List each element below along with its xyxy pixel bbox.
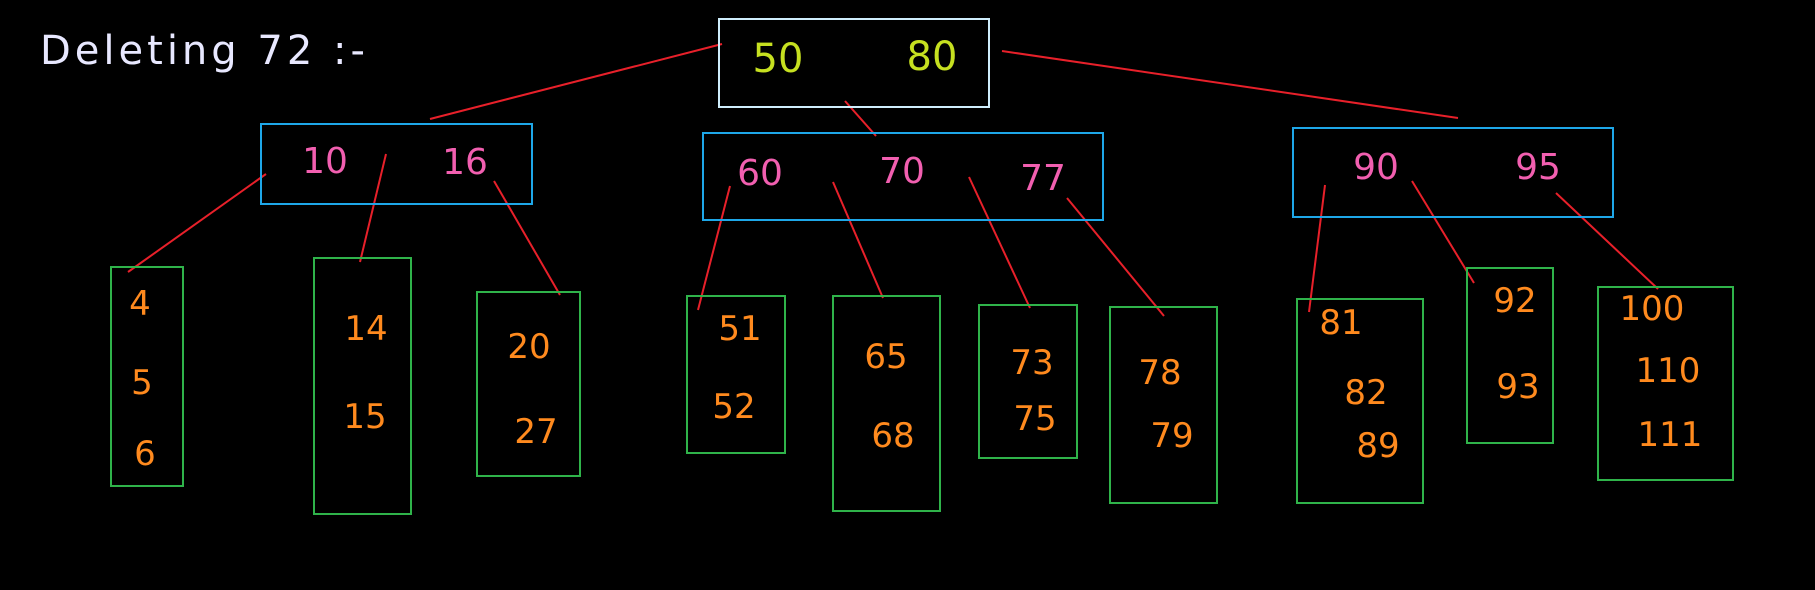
leaf-node: 4 5 6 [110,266,184,487]
edge-left-leaf-1 [127,173,267,273]
leaf-key: 20 [507,327,550,367]
leaf-key: 65 [864,337,907,377]
leaf-key: 6 [134,434,156,474]
leaf-key: 81 [1319,303,1362,343]
leaf-key: 110 [1636,351,1701,391]
internal-key: 60 [737,153,783,194]
edge-middle-leaf-2 [832,181,884,299]
leaf-node: 81 82 89 [1296,298,1424,504]
leaf-node: 78 79 [1109,306,1218,504]
leaf-node: 51 52 [686,295,786,454]
leaf-node: 73 75 [978,304,1078,459]
leaf-key: 111 [1638,415,1703,455]
edges [127,43,1659,317]
leaf-key: 68 [871,416,914,456]
internal-key: 90 [1353,147,1399,188]
edge-right-leaf-2 [1411,180,1475,284]
leaf-key: 27 [514,412,557,452]
leaf-key: 79 [1150,416,1193,456]
leaf-node: 14 15 [313,257,412,515]
leaf-key: 82 [1344,373,1387,413]
internal-node-middle: 60 70 77 [702,132,1104,221]
edge-middle-leaf-1 [697,185,731,311]
leaf-node: 92 93 [1466,267,1554,444]
leaf-key: 14 [344,309,387,349]
edge-middle-leaf-4 [1066,197,1165,317]
edge-right-leaf-1 [1308,184,1326,313]
leaf-key: 93 [1496,367,1539,407]
leaf-key: 75 [1013,399,1056,439]
leaf-key: 92 [1493,281,1536,321]
internal-node-right: 90 95 [1292,127,1614,218]
internal-key: 10 [302,141,348,182]
edge-left-leaf-3 [493,180,561,296]
root-node: 50 80 [718,18,990,108]
leaf-node: 20 27 [476,291,581,477]
leaf-node: 100 110 111 [1597,286,1734,481]
leaf-key: 4 [129,284,151,324]
edge-root-left [429,43,723,120]
internal-key: 77 [1020,158,1066,199]
internal-key: 95 [1515,147,1561,188]
internal-key: 70 [879,151,925,192]
internal-key: 16 [442,142,488,183]
edge-root-right [1001,50,1459,119]
leaf-key: 52 [712,387,755,427]
leaf-key: 78 [1138,353,1181,393]
leaf-key: 89 [1356,426,1399,466]
internal-node-left: 10 16 [260,123,533,205]
root-key: 80 [907,34,958,80]
leaf-node: 65 68 [832,295,941,512]
leaf-key: 100 [1620,289,1685,329]
leaf-key: 51 [718,309,761,349]
leaf-key: 15 [343,397,386,437]
edge-right-leaf-3 [1555,192,1659,290]
edge-left-leaf-2 [359,153,387,263]
heading: Deleting 72 :- [40,28,369,74]
root-key: 50 [753,36,804,82]
leaf-key: 73 [1010,343,1053,383]
leaf-key: 5 [131,363,153,403]
edge-middle-leaf-3 [968,176,1031,309]
